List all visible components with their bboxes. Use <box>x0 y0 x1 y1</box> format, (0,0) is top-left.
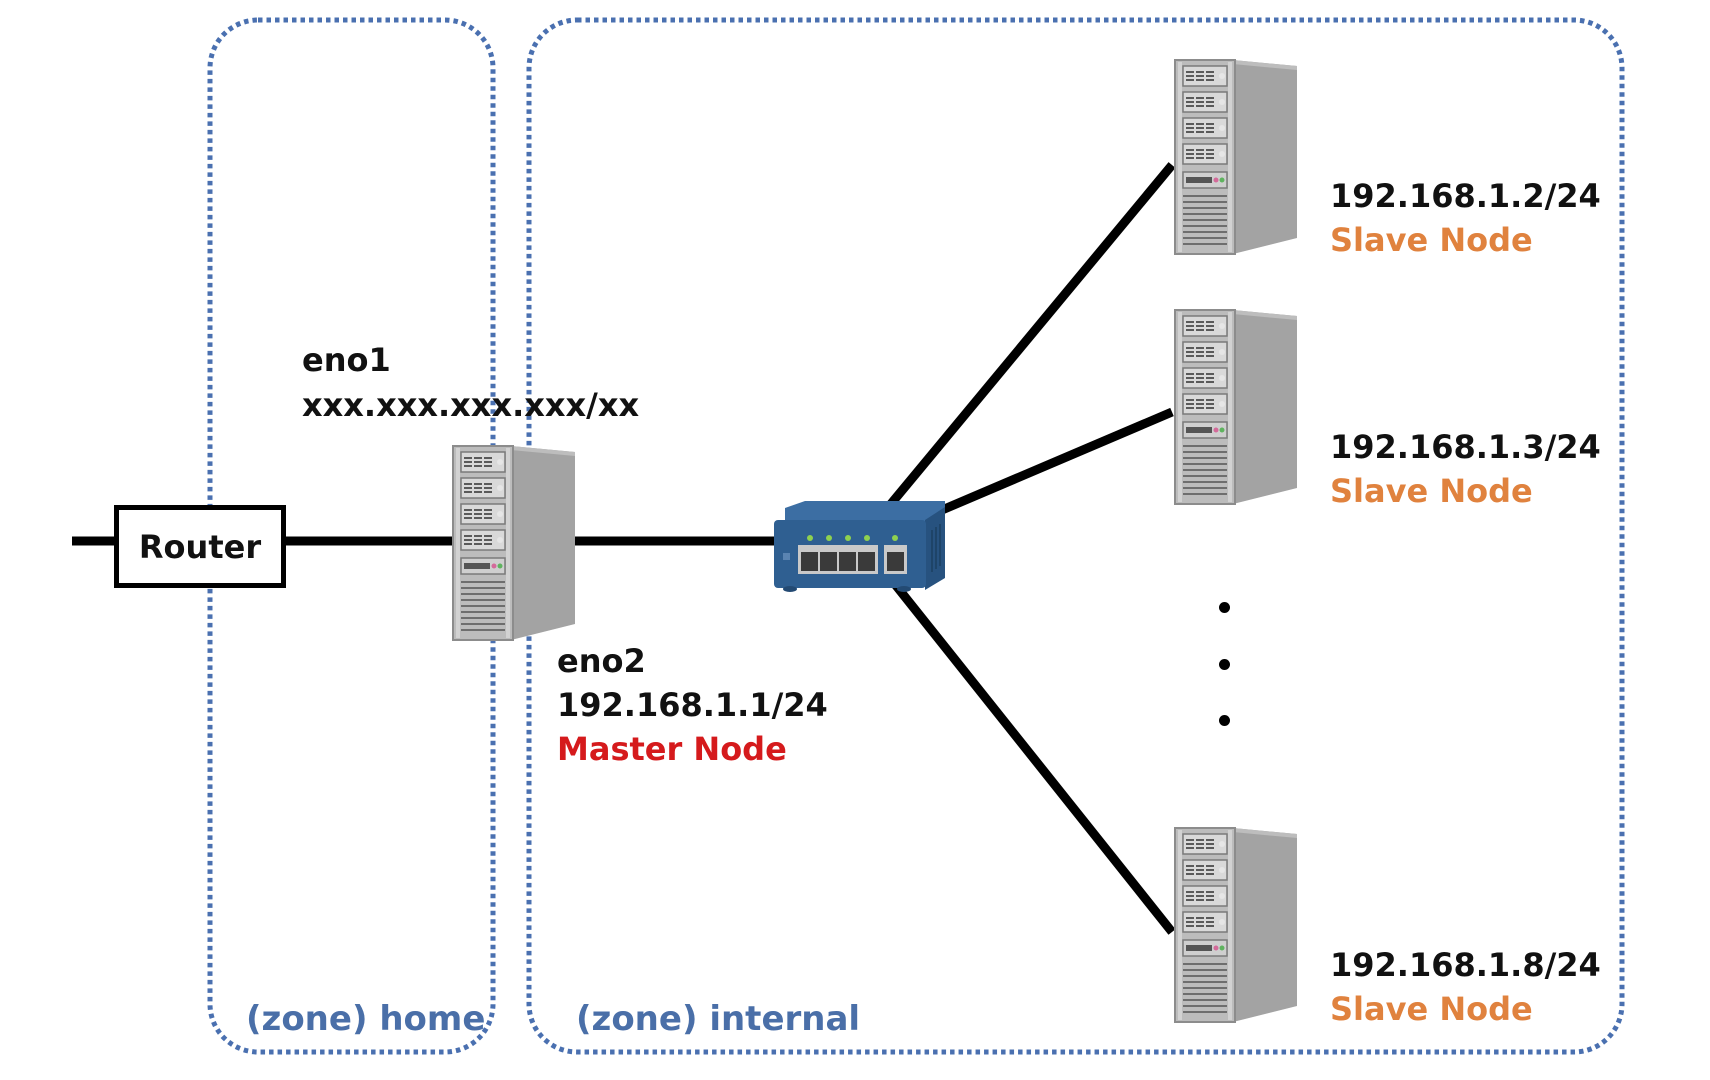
zone-home-border <box>207 17 496 1055</box>
slave-role-label: Slave Node <box>1330 472 1533 510</box>
network-switch-icon <box>774 501 945 592</box>
slave-ip-label: 192.168.1.3/24 <box>1330 428 1601 466</box>
zone-internal-label: (zone) internal <box>576 999 861 1039</box>
link-switch-slave-1 <box>886 162 1176 508</box>
zone-home-label: (zone) home <box>246 999 486 1039</box>
slave-ip-label: 192.168.1.2/24 <box>1330 177 1601 215</box>
slave-server-icon <box>1174 59 1298 255</box>
master-ip-external: xxx.xxx.xxx.xxx/xx <box>302 386 640 424</box>
master-role-label: Master Node <box>557 730 787 768</box>
slave-role-label: Slave Node <box>1330 990 1533 1028</box>
slave-role-label: Slave Node <box>1330 221 1533 259</box>
ellipsis-dot <box>1219 715 1230 726</box>
router-label: Router <box>138 527 262 566</box>
master-iface-internal: eno2 <box>557 642 646 680</box>
master-ip-internal: 192.168.1.1/24 <box>557 686 828 724</box>
router-node: Router <box>114 505 286 588</box>
master-iface-external: eno1 <box>302 341 391 379</box>
link-switch-slave-2 <box>933 407 1174 518</box>
master-server-icon <box>452 445 576 641</box>
ellipsis-dot <box>1219 602 1230 613</box>
link-switch-slave-3 <box>886 575 1176 935</box>
slave-server-icon <box>1174 309 1298 505</box>
ellipsis-dot <box>1219 659 1230 670</box>
slave-server-icon <box>1174 827 1298 1023</box>
zone-internal-border <box>526 17 1625 1055</box>
slave-ip-label: 192.168.1.8/24 <box>1330 946 1601 984</box>
